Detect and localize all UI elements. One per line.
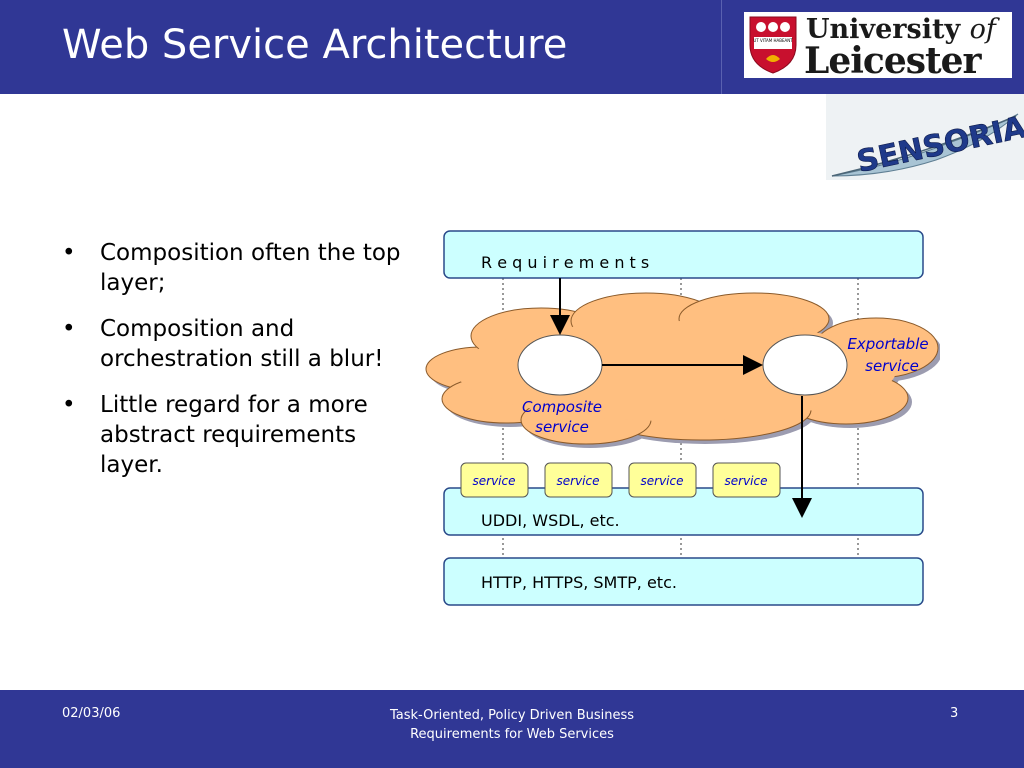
footer-title: Task-Oriented, Policy Driven Business Re… — [389, 708, 635, 742]
composite-service-circle — [517, 334, 603, 396]
footer-date: 02/03/06 — [62, 706, 121, 721]
header-bar: Web Service Architecture UT VITAM HABEAN… — [0, 0, 1024, 94]
http-layer — [443, 557, 924, 606]
slide-title: Web Service Architecture — [62, 22, 568, 68]
exportable-service-circle — [762, 334, 848, 396]
http-label: HTTP, HTTPS, SMTP, etc. — [481, 573, 677, 592]
composite-label-line2: service — [535, 418, 589, 436]
bullet-list: •Composition often the top layer; •Compo… — [62, 238, 412, 496]
university-name-line1: University of — [806, 14, 996, 45]
requirements-layer — [443, 230, 924, 279]
service-box-label: service — [557, 474, 600, 488]
service-box-label: service — [725, 474, 768, 488]
university-logo: UT VITAM HABEANT University of Leicester — [744, 12, 1012, 82]
uddi-label: UDDI, WSDL, etc. — [481, 511, 620, 530]
bullet-item: •Composition and orchestration still a b… — [62, 316, 384, 372]
crest-motto: UT VITAM HABEANT — [753, 38, 793, 43]
service-box-label: service — [641, 474, 684, 488]
crest-icon: UT VITAM HABEANT — [749, 16, 797, 74]
sensoria-wordmark: SENSORIA — [854, 110, 1024, 180]
exportable-label-line1: Exportable — [847, 335, 928, 353]
bullet-item: •Composition often the top layer; — [62, 240, 401, 296]
requirements-label: R e q u i r e m e n t s — [481, 253, 649, 272]
service-box — [628, 462, 697, 498]
service-box — [544, 462, 613, 498]
service-box — [460, 462, 529, 498]
page-number: 3 — [950, 706, 959, 721]
composite-label-line1: Composite — [522, 398, 602, 416]
university-name-line2: Leicester — [804, 40, 981, 82]
service-box-label: service — [473, 474, 516, 488]
sensoria-logo: SENSORIA — [826, 94, 1024, 180]
exportable-label-line2: service — [865, 357, 919, 375]
architecture-diagram: R e q u i r e m e n t s Composite servic… — [425, 230, 940, 606]
service-box — [712, 462, 781, 498]
feather-icon: SENSORIA — [831, 110, 1024, 180]
header-divider — [721, 0, 722, 94]
footer-bar: 02/03/06 Task-Oriented, Policy Driven Bu… — [0, 690, 1024, 768]
bullet-item: •Little regard for a more abstract requi… — [62, 392, 368, 478]
